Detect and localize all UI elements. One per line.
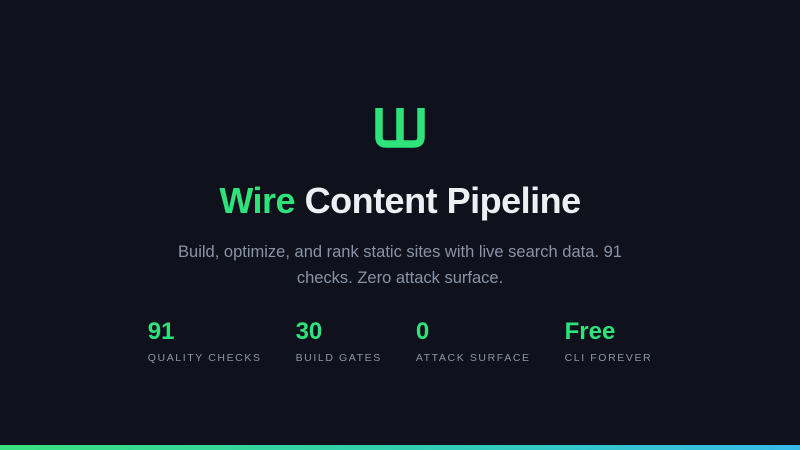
stat-build-gates: 30 BUILD GATES xyxy=(295,318,382,364)
title-rest: Content Pipeline xyxy=(304,180,582,221)
stat-label: ATTACK SURFACE xyxy=(415,351,531,364)
stats-row: 91 QUALITY CHECKS 30 BUILD GATES 0 ATTAC… xyxy=(147,318,653,364)
stat-quality-checks: 91 QUALITY CHECKS xyxy=(147,318,262,364)
stat-label: BUILD GATES xyxy=(295,351,382,364)
page-title: Wire Content Pipeline xyxy=(219,180,582,221)
footer-gradient-bar xyxy=(0,445,800,450)
pipeline-trident-icon xyxy=(375,108,425,148)
stat-value: 0 xyxy=(415,318,430,346)
stat-value: Free xyxy=(564,318,616,346)
stat-attack-surface: 0 ATTACK SURFACE xyxy=(415,318,531,364)
stat-label: QUALITY CHECKS xyxy=(147,351,262,364)
hero-subtitle: Build, optimize, and rank static sites w… xyxy=(178,243,622,288)
stat-value: 30 xyxy=(295,318,323,346)
stat-value: 91 xyxy=(147,318,175,346)
brand-name: Wire xyxy=(219,180,296,221)
stat-cli-forever: Free CLI FOREVER xyxy=(564,318,653,364)
stat-label: CLI FOREVER xyxy=(564,351,653,364)
